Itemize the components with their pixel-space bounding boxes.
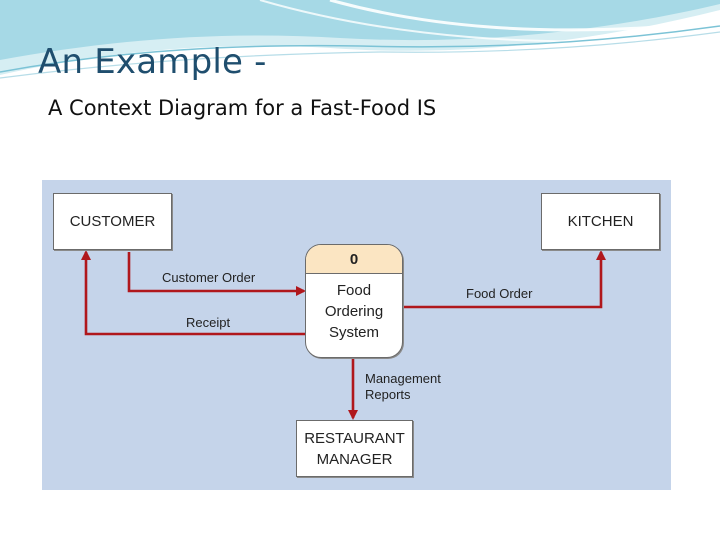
process-label-line3: System: [328, 324, 379, 341]
process-number: 0: [306, 245, 402, 274]
kitchen-entity: KITCHEN: [541, 193, 660, 250]
manager-entity-label-line2: MANAGER: [316, 450, 393, 468]
process-label: Food Ordering System: [306, 274, 402, 343]
management-reports-label-line2: Reports: [365, 387, 411, 402]
process-label-line2: Ordering: [324, 303, 384, 320]
kitchen-entity-label: KITCHEN: [567, 213, 634, 230]
receipt-label: Receipt: [186, 315, 231, 330]
customer-order-flow: [127, 252, 306, 296]
management-reports-label: Management Reports: [365, 371, 441, 403]
food-order-label: Food Order: [466, 286, 533, 301]
process-label-line1: Food: [336, 282, 372, 299]
customer-order-label: Customer Order: [162, 270, 256, 285]
customer-entity-label: CUSTOMER: [69, 213, 156, 230]
restaurant-manager-entity: RESTAURANT MANAGER: [296, 420, 413, 477]
food-order-flow: [402, 250, 606, 309]
receipt-flow: [81, 250, 305, 336]
management-reports-label-line1: Management: [365, 371, 441, 386]
slide-title: An Example -: [38, 42, 267, 82]
customer-entity: CUSTOMER: [53, 193, 172, 250]
manager-entity-label-line1: RESTAURANT: [304, 429, 405, 447]
food-ordering-system-process: 0 Food Ordering System: [305, 244, 403, 358]
slide-subtitle: A Context Diagram for a Fast-Food IS: [48, 96, 437, 120]
header-swoosh-decoration: [0, 0, 720, 79]
